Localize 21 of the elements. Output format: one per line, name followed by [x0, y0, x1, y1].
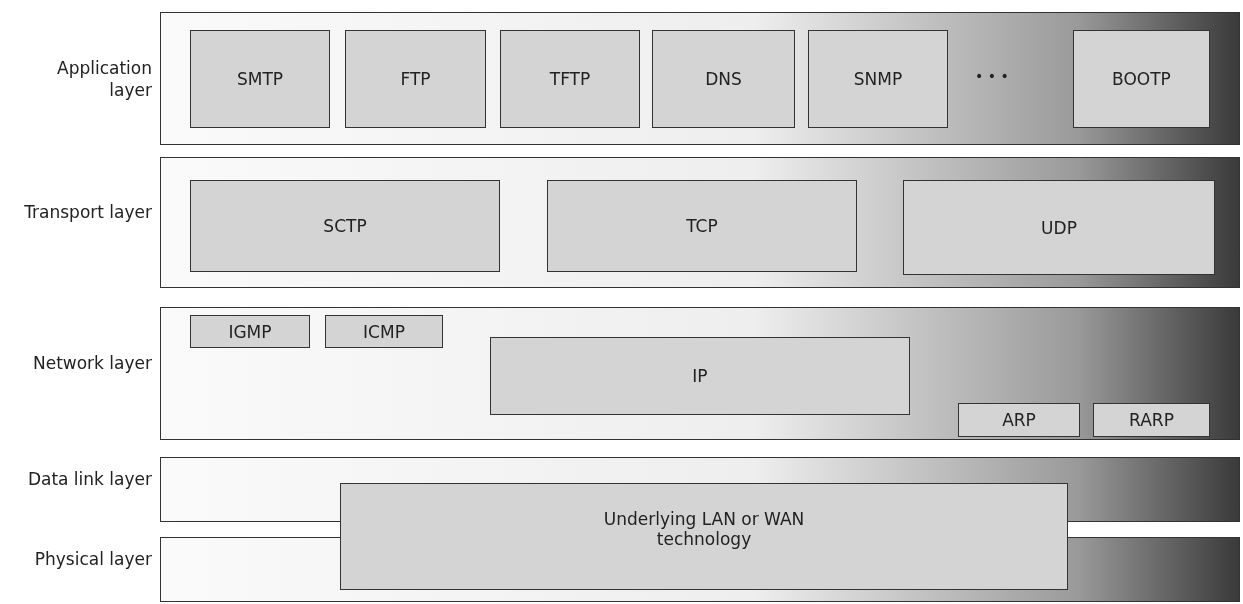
protocol-box: IGMP [190, 315, 310, 348]
protocol-box: UDP [903, 180, 1215, 275]
ellipsis-text: • • • [975, 68, 1009, 84]
protocol-box: ARP [958, 403, 1080, 437]
protocol-box: Underlying LAN or WAN technology [340, 483, 1068, 590]
layer-label: Data link layer [26, 468, 152, 490]
protocol-box: DNS [652, 30, 795, 128]
protocol-box: FTP [345, 30, 486, 128]
protocol-box: RARP [1093, 403, 1210, 437]
protocol-box: SCTP [190, 180, 500, 272]
protocol-box: SMTP [190, 30, 330, 128]
layer-label: Application layer [56, 57, 152, 101]
layer-label: Network layer [31, 352, 152, 374]
protocol-box: BOOTP [1073, 30, 1210, 128]
protocol-box: SNMP [808, 30, 948, 128]
layer-label: Physical layer [33, 548, 152, 570]
protocol-box: ICMP [325, 315, 443, 348]
protocol-box: TFTP [500, 30, 640, 128]
protocol-box: IP [490, 337, 910, 415]
layer-label: Transport layer [23, 201, 152, 223]
protocol-box: TCP [547, 180, 857, 272]
